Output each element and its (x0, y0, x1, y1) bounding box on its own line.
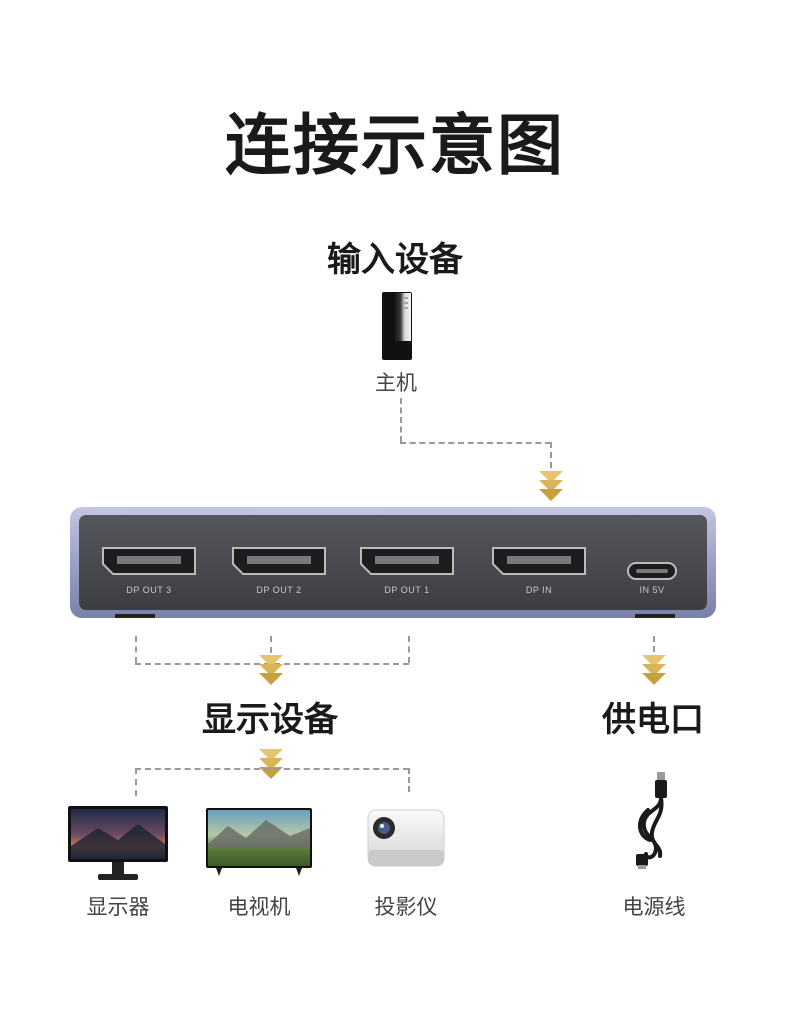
arrow-down-icon (536, 470, 566, 502)
power-heading: 供电口 (602, 700, 704, 740)
output-device-label: 投影仪 (374, 895, 438, 919)
usb-cable-icon (626, 770, 678, 870)
input-heading: 输入设备 (327, 240, 463, 280)
port-usb-c (627, 562, 677, 580)
port-label-usb-c: IN 5V (639, 585, 665, 595)
page-title: 连接示意图 (225, 107, 565, 184)
output-device-label: 显示器 (86, 895, 150, 919)
output-heading: 显示设备 (202, 700, 338, 740)
port-label-dp-out-2: DP OUT 2 (256, 585, 302, 595)
port-label-dp-in: DP IN (525, 585, 553, 595)
port-label-dp-out-1: DP OUT 1 (384, 585, 430, 595)
tv-icon (206, 808, 312, 878)
arrow-down-icon (256, 654, 286, 686)
port-dp-out-3 (101, 546, 197, 576)
power-cable-label: 电源线 (622, 895, 686, 919)
port-label-dp-out-3: DP OUT 3 (126, 585, 172, 595)
pc-tower-icon (381, 291, 413, 361)
arrow-down-icon (256, 748, 286, 780)
arrow-down-icon (639, 654, 669, 686)
monitor-icon (68, 806, 168, 882)
port-dp-out-2 (231, 546, 327, 576)
port-dp-in (491, 546, 587, 576)
input-device-label: 主机 (375, 371, 417, 395)
projector-icon (366, 806, 446, 870)
port-dp-out-1 (359, 546, 455, 576)
output-device-label: 电视机 (227, 895, 291, 919)
